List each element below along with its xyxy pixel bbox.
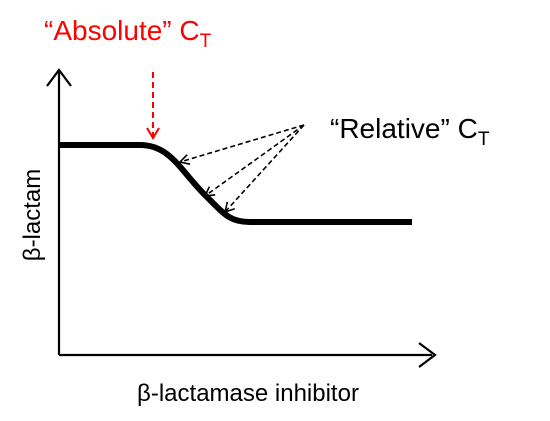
x-axis-arrowhead	[418, 342, 437, 368]
axes	[46, 68, 437, 368]
absolute-ct-label: “Absolute” CT	[44, 15, 212, 52]
response-curve	[59, 142, 412, 225]
relative-ct-subscript: T	[478, 129, 490, 150]
relative-ct-prefix: “Relative” C	[330, 113, 478, 144]
x-axis-label: β-lactamase inhibitor	[137, 380, 359, 407]
relative-ct-arrow-1	[178, 124, 305, 165]
relative-ct-arrows	[178, 124, 305, 214]
absolute-ct-subscript: T	[200, 31, 212, 52]
relative-ct-label: “Relative” CT	[330, 113, 490, 150]
y-axis-label: β-lactam	[19, 169, 46, 261]
relative-ct-arrow-3	[223, 124, 305, 214]
y-axis-arrowhead	[46, 68, 72, 87]
relative-ct-arrow-2	[203, 124, 305, 197]
absolute-ct-prefix: “Absolute” C	[44, 15, 200, 46]
